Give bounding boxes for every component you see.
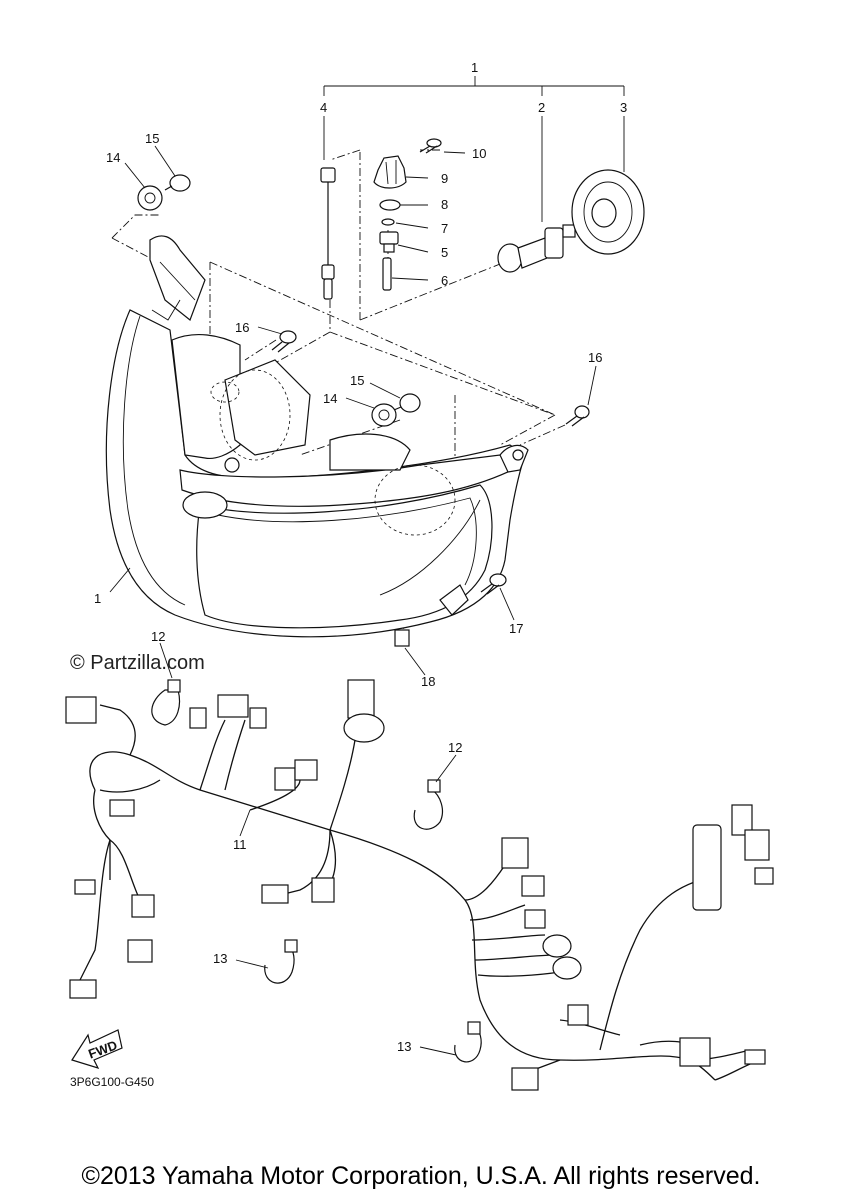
assembly-bracket bbox=[323, 76, 625, 222]
callout-11: 11 bbox=[233, 837, 247, 852]
grommet-14-mid bbox=[371, 403, 397, 427]
harness-connectors bbox=[65, 679, 774, 1091]
fwd-arrow-icon: FWD bbox=[71, 1029, 123, 1069]
callout-18: 18 bbox=[421, 674, 435, 689]
callout-numbers: 1 4 2 3 10 9 8 7 5 6 14 15 16 16 15 14 1… bbox=[94, 60, 627, 1054]
wire-harness bbox=[79, 704, 761, 1081]
bulb-2 bbox=[497, 224, 576, 273]
callout-16-left: 16 bbox=[235, 320, 249, 335]
callout-15-mid: 15 bbox=[350, 373, 364, 388]
callout-2: 2 bbox=[538, 100, 545, 115]
dust-cover-3 bbox=[571, 169, 645, 255]
callout-10: 10 bbox=[472, 146, 486, 161]
callout-7: 7 bbox=[441, 221, 448, 236]
callout-13-bottom: 13 bbox=[397, 1039, 411, 1054]
screw-15-mid bbox=[393, 393, 421, 413]
leader-lines bbox=[109, 145, 597, 1056]
screw-10 bbox=[419, 138, 442, 154]
headlight-housing bbox=[105, 235, 529, 638]
grommet-14-top bbox=[137, 185, 163, 211]
callout-8: 8 bbox=[441, 197, 448, 212]
screw-16-left bbox=[271, 330, 297, 353]
callout-9: 9 bbox=[441, 171, 448, 186]
callout-4: 4 bbox=[320, 100, 327, 115]
bulb-cord bbox=[320, 167, 336, 300]
copyright-notice: ©2013 Yamaha Motor Corporation, U.S.A. A… bbox=[81, 1162, 761, 1190]
screw-17 bbox=[480, 573, 507, 595]
callout-14-top: 14 bbox=[106, 150, 120, 165]
diagram-code: 3P6G100-G450 bbox=[70, 1075, 155, 1089]
bolt-5 bbox=[379, 231, 399, 253]
screw-16-right bbox=[565, 405, 590, 427]
fwd-label: FWD bbox=[86, 1037, 119, 1061]
callout-16-right: 16 bbox=[588, 350, 602, 365]
cap-9 bbox=[373, 155, 407, 189]
callout-6: 6 bbox=[441, 273, 448, 288]
harness-bands bbox=[151, 679, 482, 1063]
callout-12-left: 12 bbox=[151, 629, 165, 644]
screw-15-top bbox=[164, 174, 191, 192]
washer-7 bbox=[381, 218, 395, 226]
callout-5: 5 bbox=[441, 245, 448, 260]
nut-18 bbox=[394, 629, 410, 647]
watermark: © Partzilla.com bbox=[70, 652, 205, 674]
callout-14-mid: 14 bbox=[323, 391, 337, 406]
callout-1-side: 1 bbox=[94, 591, 101, 606]
nut-8 bbox=[379, 199, 401, 211]
callout-3: 3 bbox=[620, 100, 627, 115]
callout-12-right: 12 bbox=[448, 740, 462, 755]
callout-13-left: 13 bbox=[213, 951, 227, 966]
callout-17: 17 bbox=[509, 621, 523, 636]
callout-1-top: 1 bbox=[471, 60, 478, 75]
pin-6 bbox=[382, 257, 392, 291]
callout-15-top: 15 bbox=[145, 131, 159, 146]
